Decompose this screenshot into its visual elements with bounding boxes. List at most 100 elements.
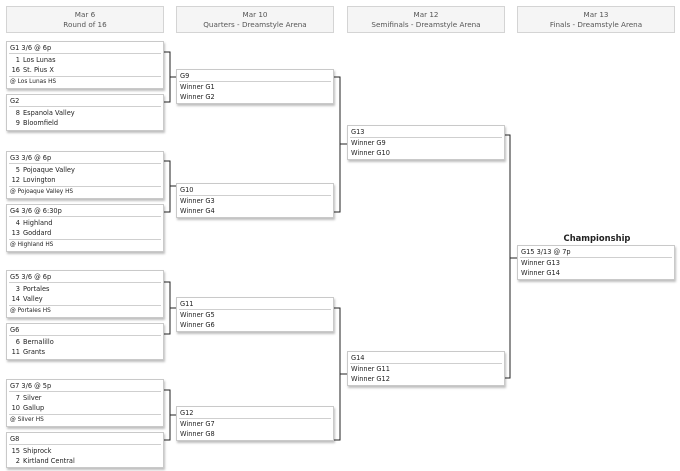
team-row: Winner G4 [180,207,215,215]
seed: 16 [11,66,20,74]
team-name: Goddard [23,229,52,237]
game-title: G7 3/6 @ 5p [10,382,52,390]
game-g14[interactable]: G14 Winner G11 Winner G12 [347,351,505,386]
divider [9,186,161,187]
seed: 7 [15,394,20,402]
team-name: Los Lunas [23,56,56,64]
round-header-quarters: Mar 10 Quarters - Dreamstyle Arena [176,6,334,33]
seed: 1 [15,56,20,64]
game-title: G10 [180,186,194,194]
divider [9,76,161,77]
divider [350,363,502,364]
team-row: Winner G14 [521,269,560,277]
divider [9,163,161,164]
seed: 12 [11,176,20,184]
game-title: G9 [180,72,190,80]
game-title: G8 [10,435,20,443]
divider [179,418,331,419]
divider [9,414,161,415]
divider [9,335,161,336]
team-row: Winner G7 [180,420,215,428]
game-title: G6 [10,326,20,334]
team-name: Espanola Valley [23,109,75,117]
divider [9,391,161,392]
divider [9,106,161,107]
team-name: Valley [23,295,43,303]
seed: 10 [11,404,20,412]
seed: 8 [15,109,20,117]
game-g15[interactable]: G15 3/13 @ 7p Winner G13 Winner G14 [517,245,675,280]
divider [9,282,161,283]
game-g13[interactable]: G13 Winner G9 Winner G10 [347,125,505,160]
round-date: Mar 13 [583,10,609,19]
game-title: G12 [180,409,194,417]
round-date: Mar 10 [242,10,268,19]
team-row: Winner G10 [351,149,390,157]
seed: 6 [15,338,20,346]
venue: @ Highland HS [10,242,54,248]
team-name: Pojoaque Valley [23,166,75,174]
seed: 11 [11,348,20,356]
round-date: Mar 12 [413,10,439,19]
team-row: Winner G5 [180,311,215,319]
game-g12[interactable]: G12 Winner G7 Winner G8 [176,406,334,441]
divider [179,309,331,310]
game-g11[interactable]: G11 Winner G5 Winner G6 [176,297,334,332]
team-row: Winner G11 [351,365,390,373]
divider [179,81,331,82]
game-g10[interactable]: G10 Winner G3 Winner G4 [176,183,334,218]
team-row: Winner G12 [351,375,390,383]
seed: 15 [11,447,20,455]
divider [9,53,161,54]
seed: 5 [15,166,20,174]
game-title: G4 3/6 @ 6:30p [10,207,62,215]
round-header-round-of-16: Mar 6 Round of 16 [6,6,164,33]
team-name: Kirtland Central [23,457,75,465]
team-row: Winner G2 [180,93,215,101]
game-title: G1 3/6 @ 6p [10,44,52,52]
venue: @ Portales HS [10,308,51,314]
game-title: G13 [351,128,365,136]
game-title: G5 3/6 @ 6p [10,273,52,281]
divider [179,195,331,196]
championship-label: Championship [563,233,631,243]
game-g9[interactable]: G9 Winner G1 Winner G2 [176,69,334,104]
seed: 2 [15,457,20,465]
seed: 13 [11,229,20,237]
team-name: Highland [23,219,53,227]
round-header-semifinals: Mar 12 Semifinals - Dreamstyle Arena [347,6,505,33]
team-row: Winner G13 [521,259,560,267]
round-date: Mar 6 [74,10,96,19]
team-name: Silver [23,394,42,402]
round-name: Semifinals - Dreamstyle Arena [371,20,481,29]
venue: @ Pojoaque Valley HS [10,189,74,195]
seed: 9 [15,119,20,127]
divider [350,137,502,138]
team-name: Gallup [23,404,45,412]
venue: @ Los Lunas HS [10,79,57,85]
team-name: Portales [23,285,50,293]
team-row: Winner G1 [180,83,215,91]
